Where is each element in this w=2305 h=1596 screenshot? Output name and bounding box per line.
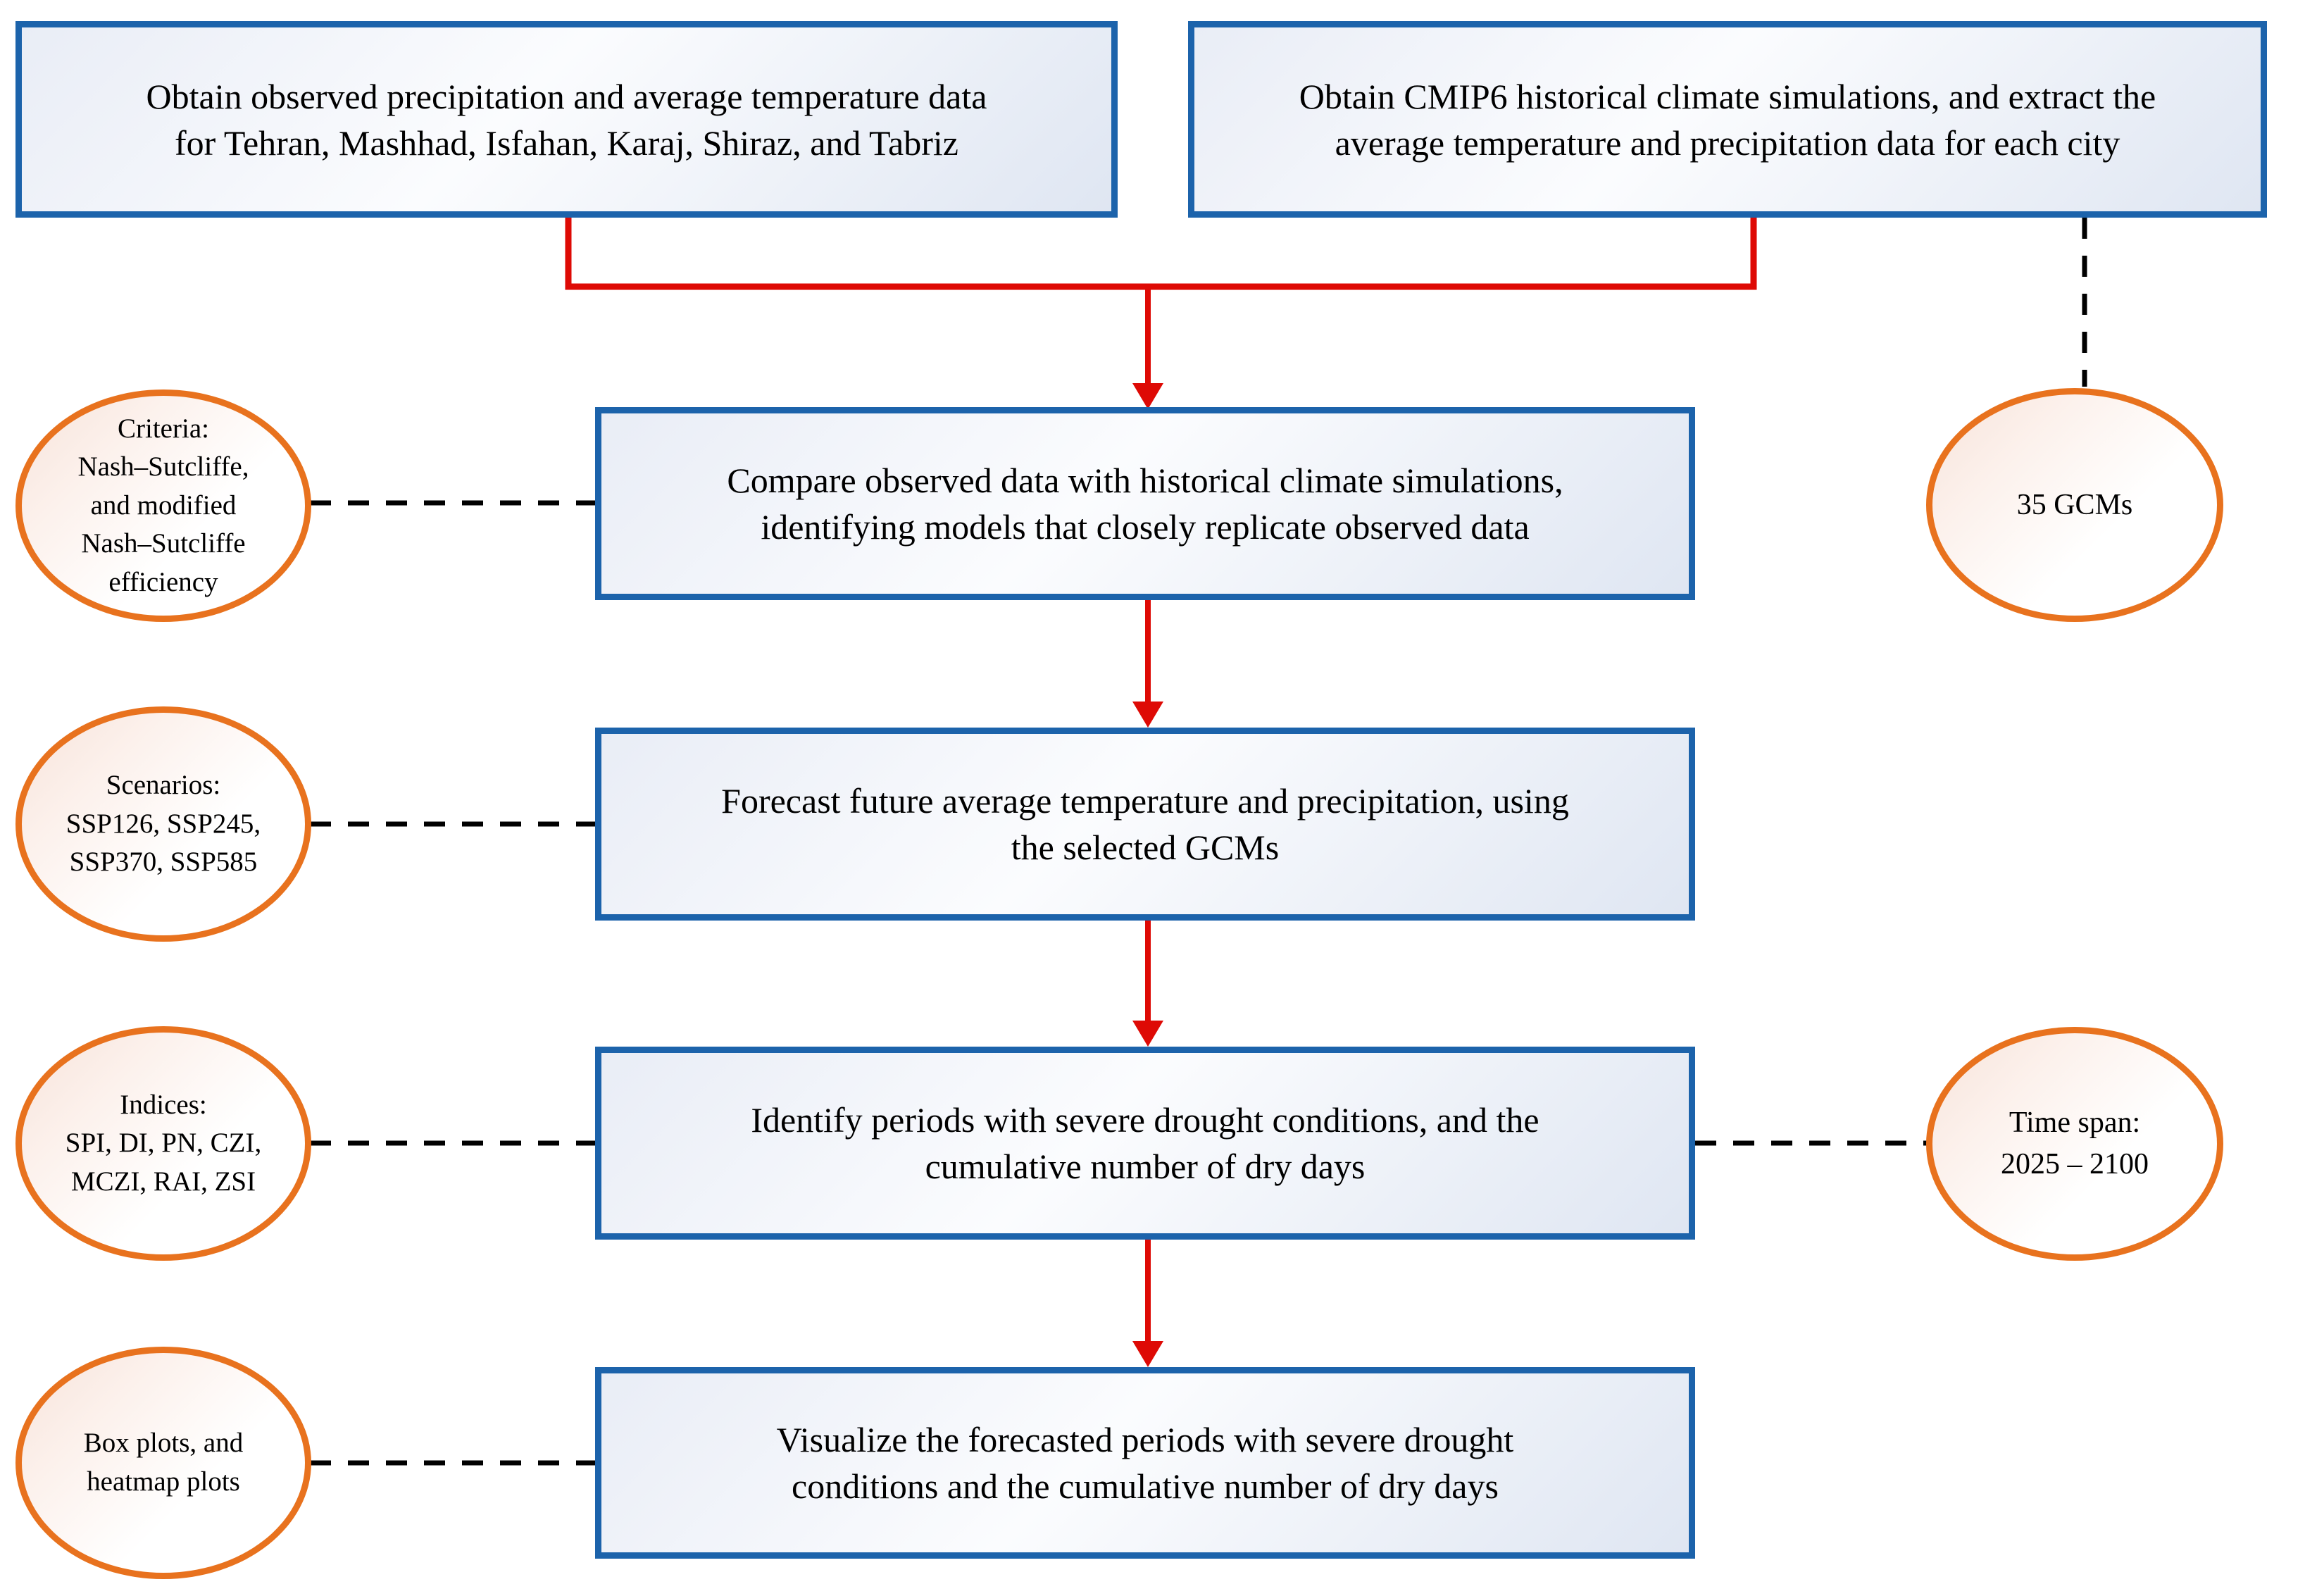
box-identify-drought-periods-label: Identify periods with severe drought con… <box>751 1100 1539 1186</box>
ellipse-criteria-label: Criteria: Nash–Sutcliffe, and modified N… <box>77 413 249 597</box>
connector-top-merge <box>565 215 1757 290</box>
box-forecast-future-climate: Forecast future average temperature and … <box>595 728 1695 921</box>
arrow-compare-to-forecast-head <box>1132 702 1163 728</box>
ellipse-scenarios-label: Scenarios: SSP126, SSP245, SSP370, SSP58… <box>65 770 261 878</box>
ellipse-indices: Indices: SPI, DI, PN, CZI, MCZI, RAI, ZS… <box>15 1026 311 1261</box>
arrow-identify-to-visualize-head <box>1132 1341 1163 1367</box>
ellipse-indices-label: Indices: SPI, DI, PN, CZI, MCZI, RAI, ZS… <box>65 1089 262 1197</box>
box-forecast-future-climate-label: Forecast future average temperature and … <box>721 781 1569 867</box>
box-visualize-forecasts-label: Visualize the forecasted periods with se… <box>776 1420 1514 1506</box>
ellipse-35-gcms: 35 GCMs <box>1926 388 2223 622</box>
arrow-forecast-to-identify-head <box>1132 1021 1163 1047</box>
box-visualize-forecasts: Visualize the forecasted periods with se… <box>595 1367 1695 1559</box>
ellipse-box-plots: Box plots, and heatmap plots <box>15 1347 311 1579</box>
box-identify-drought-periods: Identify periods with severe drought con… <box>595 1047 1695 1240</box>
box-compare-observed-vs-historical: Compare observed data with historical cl… <box>595 407 1695 600</box>
ellipse-box-plots-label: Box plots, and heatmap plots <box>83 1428 244 1497</box>
ellipse-35-gcms-label: 35 GCMs <box>2016 488 2133 521</box>
box-obtain-observed-data: Obtain observed precipitation and averag… <box>15 21 1118 218</box>
box-obtain-cmip6-simulations: Obtain CMIP6 historical climate simulati… <box>1188 21 2267 218</box>
ellipse-time-span: Time span: 2025 – 2100 <box>1926 1027 2223 1261</box>
box-obtain-cmip6-simulations-label: Obtain CMIP6 historical climate simulati… <box>1299 76 2156 163</box>
box-compare-observed-vs-historical-label: Compare observed data with historical cl… <box>727 461 1563 547</box>
ellipse-scenarios: Scenarios: SSP126, SSP245, SSP370, SSP58… <box>15 706 311 942</box>
ellipse-criteria: Criteria: Nash–Sutcliffe, and modified N… <box>15 389 311 622</box>
arrow-to-compare-head <box>1132 383 1163 409</box>
ellipse-time-span-label: Time span: 2025 – 2100 <box>2001 1106 2149 1180</box>
box-obtain-observed-data-label: Obtain observed precipitation and averag… <box>146 76 987 163</box>
